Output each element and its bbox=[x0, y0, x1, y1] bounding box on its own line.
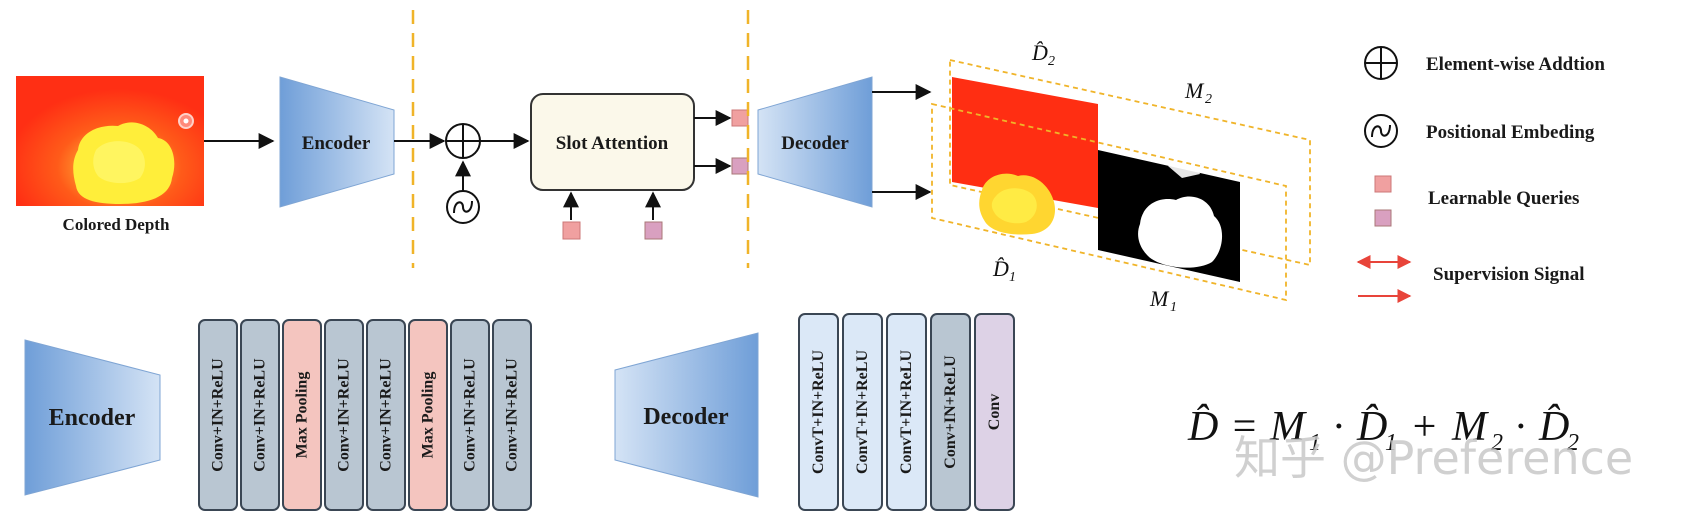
encoder-layer-label: Max Pooling bbox=[420, 372, 437, 459]
svg-text:=: = bbox=[1230, 404, 1258, 450]
encoder-layer bbox=[324, 319, 364, 511]
reconstruction-formula: D̂ = M 1 · D̂ 1 + M 2 · D̂ 2 bbox=[1187, 403, 1579, 456]
element-wise-addition-icon bbox=[1364, 46, 1398, 80]
slot-plane-front bbox=[931, 102, 1287, 302]
decoder-layer-label: ConvT+IN+ReLU bbox=[810, 350, 827, 474]
svg-text:D̂: D̂ bbox=[1356, 403, 1387, 450]
decoder-layer-label: ConvT+IN+ReLU bbox=[898, 350, 915, 474]
slot-plane-back bbox=[949, 58, 1311, 267]
decoder-layer bbox=[886, 313, 927, 511]
svg-text:1: 1 bbox=[1385, 430, 1397, 456]
encoder-layer-label: Conv+IN+ReLU bbox=[462, 358, 479, 472]
d1-label: D̂ 1 bbox=[992, 256, 1016, 285]
element-wise-addition-icon bbox=[445, 123, 481, 159]
svg-text:1: 1 bbox=[1309, 430, 1321, 456]
encoder-layer bbox=[366, 319, 406, 511]
decoder-layer bbox=[842, 313, 883, 511]
colored-depth-image bbox=[16, 76, 204, 206]
svg-text:2: 2 bbox=[1567, 430, 1579, 456]
encoder-layer bbox=[240, 319, 280, 511]
svg-text:M: M bbox=[1149, 286, 1170, 311]
decoder-layer bbox=[974, 313, 1015, 511]
d2-reconstruction bbox=[952, 77, 1098, 208]
decoder-layer bbox=[930, 313, 971, 511]
svg-text:1: 1 bbox=[1009, 270, 1016, 285]
encoder-layer-stack: Conv+IN+ReLU Conv+IN+ReLU Max Pooling Conv+… bbox=[198, 319, 532, 511]
m1-mask-region bbox=[1138, 196, 1223, 268]
m2-label: M 2 bbox=[1184, 78, 1212, 107]
legend: Element-wise Addtion Positional Embeding… bbox=[1356, 46, 1605, 303]
decoder-layer-label: ConvT+IN+ReLU bbox=[854, 350, 871, 474]
encoder-layer bbox=[492, 319, 532, 511]
legend-label: Supervision Signal bbox=[1433, 264, 1585, 285]
svg-text:D̂: D̂ bbox=[1187, 403, 1218, 450]
svg-text:·: · bbox=[1333, 404, 1344, 450]
legend-label: Positional Embeding bbox=[1426, 122, 1595, 143]
slot-output-token bbox=[731, 109, 749, 127]
colored-depth-label: Colored Depth bbox=[63, 215, 170, 234]
slot-attention-label: Slot Attention bbox=[556, 133, 669, 154]
svg-text:·: · bbox=[1515, 404, 1526, 450]
decoder-block bbox=[757, 76, 873, 208]
decoder-label: Decoder bbox=[781, 133, 849, 154]
decoder-layer-stack: ConvT+IN+ReLU ConvT+IN+ReLU ConvT+IN+ReLU C… bbox=[798, 313, 1015, 511]
encoder-layer-label: Conv+IN+ReLU bbox=[210, 358, 227, 472]
svg-text:M: M bbox=[1451, 404, 1489, 450]
encoder-layer bbox=[408, 319, 448, 511]
svg-text:M: M bbox=[1269, 404, 1307, 450]
svg-text:2: 2 bbox=[1491, 430, 1503, 456]
decoder-layer bbox=[798, 313, 839, 511]
learnable-query-icon bbox=[1374, 175, 1392, 193]
decoder-detail-label: Decoder bbox=[643, 404, 729, 430]
watermark: 知乎 @Preference bbox=[1234, 431, 1633, 485]
encoder-detail-block bbox=[24, 339, 161, 496]
encoder-label: Encoder bbox=[302, 133, 371, 154]
encoder-layer-label: Conv+IN+ReLU bbox=[252, 358, 269, 472]
svg-text:D̂: D̂ bbox=[992, 256, 1009, 281]
svg-text:D̂: D̂ bbox=[1031, 40, 1048, 65]
svg-text:+: + bbox=[1410, 404, 1438, 450]
encoder-layer-label: Conv+IN+ReLU bbox=[504, 358, 521, 472]
d2-label: D̂ 2 bbox=[1031, 40, 1055, 69]
positional-embedding-icon bbox=[1364, 114, 1398, 148]
svg-text:D̂: D̂ bbox=[1538, 403, 1569, 450]
d1-reconstruction bbox=[991, 188, 1037, 224]
learnable-query-icon bbox=[562, 221, 581, 240]
decoder-layer-label: Conv+IN+ReLU bbox=[942, 355, 959, 469]
encoder-detail-label: Encoder bbox=[49, 405, 136, 431]
encoder-layer bbox=[198, 319, 238, 511]
m2-mask-region bbox=[1168, 163, 1200, 178]
encoder-layer-label: Max Pooling bbox=[294, 372, 311, 459]
svg-text:M: M bbox=[1184, 78, 1205, 103]
decoder-layer-label: Conv bbox=[986, 394, 1003, 430]
decoder-detail-block bbox=[614, 332, 759, 498]
svg-text:2: 2 bbox=[1205, 92, 1212, 107]
legend-label: Learnable Queries bbox=[1428, 188, 1579, 209]
m1-label: M 1 bbox=[1149, 286, 1177, 315]
encoder-layer bbox=[282, 319, 322, 511]
encoder-block bbox=[279, 76, 395, 208]
learnable-query-icon bbox=[644, 221, 663, 240]
svg-text:1: 1 bbox=[1170, 300, 1177, 315]
encoder-layer-label: Conv+IN+ReLU bbox=[378, 358, 395, 472]
svg-text:2: 2 bbox=[1048, 54, 1055, 69]
learnable-query-icon bbox=[1374, 209, 1392, 227]
slot-output-token bbox=[731, 157, 749, 175]
slot-attention-block bbox=[530, 93, 695, 191]
positional-embedding-icon bbox=[446, 190, 480, 224]
encoder-layer-label: Conv+IN+ReLU bbox=[336, 358, 353, 472]
legend-label: Element-wise Addtion bbox=[1426, 54, 1605, 75]
encoder-layer bbox=[450, 319, 490, 511]
